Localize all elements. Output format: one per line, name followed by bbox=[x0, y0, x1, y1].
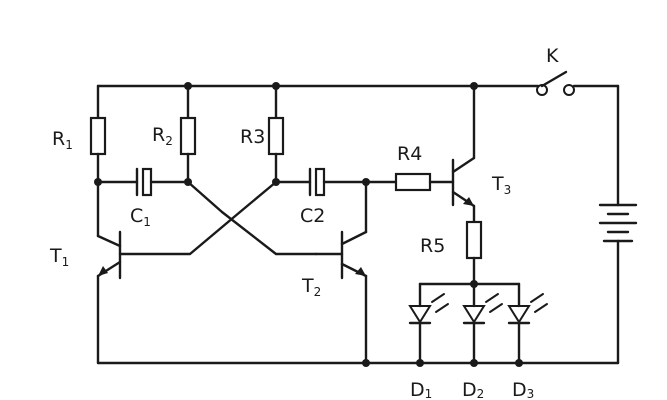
resistor-r4 bbox=[394, 172, 432, 192]
transistor-t2 bbox=[314, 180, 368, 365]
label-d2: D2 bbox=[462, 379, 484, 400]
capacitor-c1 bbox=[135, 167, 190, 197]
left-branch bbox=[89, 84, 139, 238]
label-d3: D3 bbox=[512, 379, 534, 400]
capacitor-c2 bbox=[274, 167, 368, 197]
led-d2 bbox=[462, 282, 503, 365]
transistor-t1 bbox=[96, 230, 122, 365]
transistor-t3 bbox=[451, 84, 476, 224]
label-r5: R5 bbox=[420, 235, 445, 257]
led-d3 bbox=[507, 282, 548, 365]
label-c1: C1 bbox=[130, 205, 151, 229]
label-r3: R3 bbox=[240, 126, 265, 148]
cross-coupling bbox=[118, 180, 318, 256]
r4-branch bbox=[364, 172, 455, 192]
switch-k[interactable] bbox=[536, 70, 575, 96]
label-t3: T3 bbox=[491, 173, 511, 197]
resistor-r3 bbox=[267, 116, 285, 156]
label-r1: R1 bbox=[52, 128, 73, 152]
label-d1: D1 bbox=[410, 379, 432, 400]
top-rail bbox=[96, 84, 620, 207]
label-t1: T1 bbox=[49, 245, 69, 269]
led-d1 bbox=[408, 282, 449, 365]
label-k: K bbox=[546, 45, 559, 67]
label-c2: C2 bbox=[300, 205, 325, 227]
battery bbox=[598, 203, 638, 365]
label-r2: R2 bbox=[152, 124, 173, 148]
resistor-r2 bbox=[179, 116, 197, 156]
r3-branch bbox=[267, 84, 285, 184]
r2-branch bbox=[179, 84, 197, 184]
resistor-r5 bbox=[465, 220, 483, 260]
label-t2: T2 bbox=[301, 275, 321, 299]
label-r4: R4 bbox=[397, 143, 422, 165]
junctions bbox=[94, 82, 523, 367]
resistor-r1 bbox=[89, 116, 107, 156]
r5-branch bbox=[418, 220, 521, 286]
